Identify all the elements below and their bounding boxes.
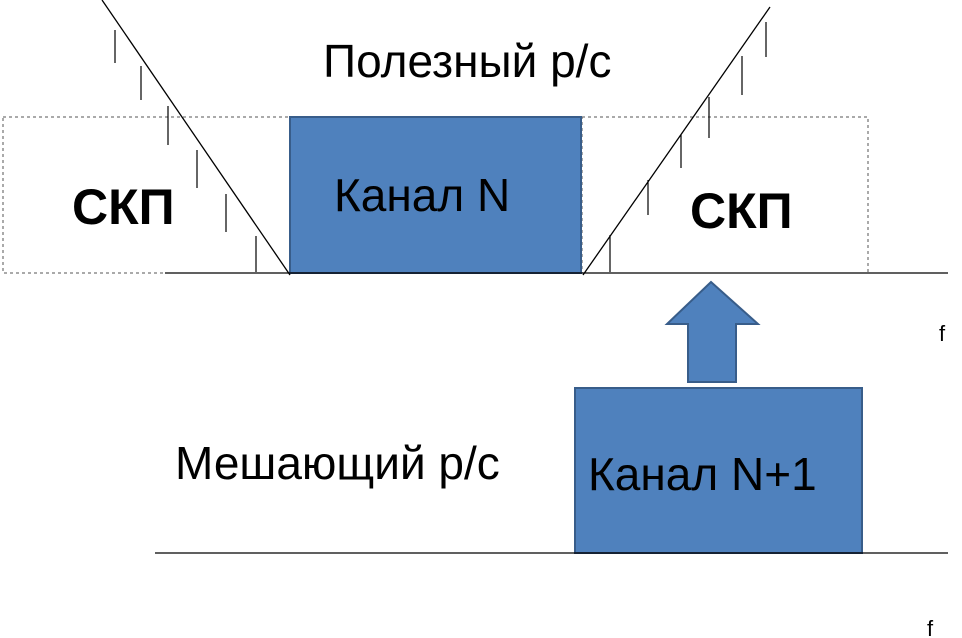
guard-band-label-right: СКП: [690, 183, 793, 239]
filter-slope-right: [582, 6, 771, 276]
filter-hatch-right: [609, 22, 767, 272]
channel-n-block: [289, 116, 582, 274]
guard-band-label-left: СКП: [72, 179, 175, 235]
channel-n-plus-1-block: [574, 387, 863, 554]
frequency-axis-top-label: f: [939, 321, 946, 346]
frequency-axis-bottom-label: f: [927, 616, 934, 638]
filter-hatch-left: [114, 30, 257, 272]
useful-signal-label: Полезный р/с: [323, 35, 612, 87]
channel-n-label: Канал N: [334, 169, 511, 221]
interfering-signal-label: Мешающий р/с: [175, 437, 500, 489]
interference-arrow: [664, 280, 761, 383]
channel-n-plus-1-label: Канал N+1: [588, 448, 817, 500]
filter-slope-left: [101, 0, 291, 276]
